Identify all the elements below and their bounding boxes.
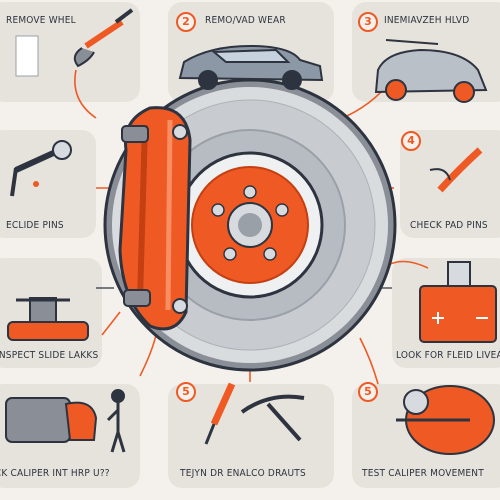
step-badge-2: 2: [176, 12, 196, 32]
step-badge-5b: 5: [358, 382, 378, 402]
step-label-hlvd: INEMIAVZEH HLVD: [384, 15, 470, 26]
slide-pin-icon: [10, 140, 72, 197]
step-panel-tools: [168, 384, 334, 488]
brake-disc-icon: [103, 78, 397, 372]
step-badge-3: 3: [358, 12, 378, 32]
caliper-test-icon: [396, 385, 495, 455]
step-label-removed-wear: REMO/VAD WEAR: [205, 15, 286, 26]
step-badge-4: 4: [401, 131, 421, 151]
arrow-1: [74, 69, 97, 119]
lifted-car-icon: [374, 39, 488, 103]
car-icon: [178, 44, 324, 90]
engine-mechanic-icon: [5, 389, 126, 453]
step-label-fluid-level: LOOK FOR FLEID LIVEAI: [396, 350, 500, 361]
wrench-icon: [15, 8, 134, 77]
arrow-8: [139, 334, 157, 377]
step-label-inspect-slide: INSPECT SLIDE LAKKS: [0, 350, 99, 361]
step-label-tools: TEJYN DR ENALCO DRAUTS: [180, 468, 306, 479]
step-label-slide-pins: ECLIDE PINS: [6, 220, 64, 231]
step-label-remove-wheel: REMOVE WHEL: [6, 15, 76, 26]
step-label-test-movement: TEST CALIPER MOVEMENT: [362, 468, 484, 479]
step-label-check-pad-pins: CHECK PAD PINS: [410, 220, 488, 231]
fluid-reservoir-icon: [419, 261, 497, 343]
caliper-stand-icon: [7, 297, 89, 341]
step-label-check-caliper: ICK CALIPER INT HRP U??: [0, 468, 110, 479]
brake-caliper-icon: [118, 106, 192, 331]
screwdriver-icon: [204, 382, 305, 445]
arrow-6: [101, 311, 121, 336]
pad-pin-icon: [429, 147, 483, 193]
step-panel-slide-pins: [0, 130, 96, 238]
step-badge-5a: 5: [176, 382, 196, 402]
arrow-10: [359, 337, 379, 385]
